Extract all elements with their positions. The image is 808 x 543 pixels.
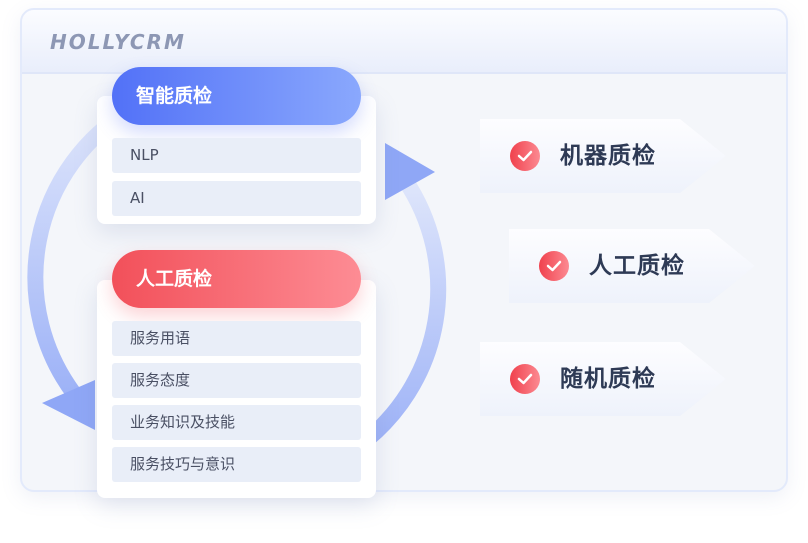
smart-qc-item: NLP bbox=[112, 138, 361, 173]
check-icon bbox=[510, 141, 540, 171]
tag-label: 机器质检 bbox=[560, 143, 656, 169]
smart-qc-item: AI bbox=[112, 181, 361, 216]
arrow-head-icon bbox=[42, 380, 95, 430]
ring-arc-left bbox=[27, 103, 135, 400]
tag-random-qc: 随机质检 bbox=[480, 342, 726, 416]
manual-qc-item: 服务用语 bbox=[112, 321, 361, 356]
tag-label: 随机质检 bbox=[560, 366, 656, 392]
tag-label: 人工质检 bbox=[589, 253, 685, 279]
check-icon bbox=[510, 364, 540, 394]
smart-qc-title: 智能质检 bbox=[112, 67, 361, 125]
manual-qc-item: 业务知识及技能 bbox=[112, 405, 361, 440]
brand-logo: HOLLYCRM bbox=[50, 30, 186, 54]
check-icon bbox=[539, 251, 569, 281]
manual-qc-title: 人工质检 bbox=[112, 250, 361, 308]
tag-machine-qc: 机器质检 bbox=[480, 119, 726, 193]
header bbox=[22, 10, 786, 74]
manual-qc-item: 服务技巧与意识 bbox=[112, 447, 361, 482]
ring-arc-right bbox=[355, 175, 447, 452]
tag-manual-qc: 人工质检 bbox=[509, 229, 755, 303]
arrow-head-icon bbox=[385, 143, 435, 200]
manual-qc-item: 服务态度 bbox=[112, 363, 361, 398]
